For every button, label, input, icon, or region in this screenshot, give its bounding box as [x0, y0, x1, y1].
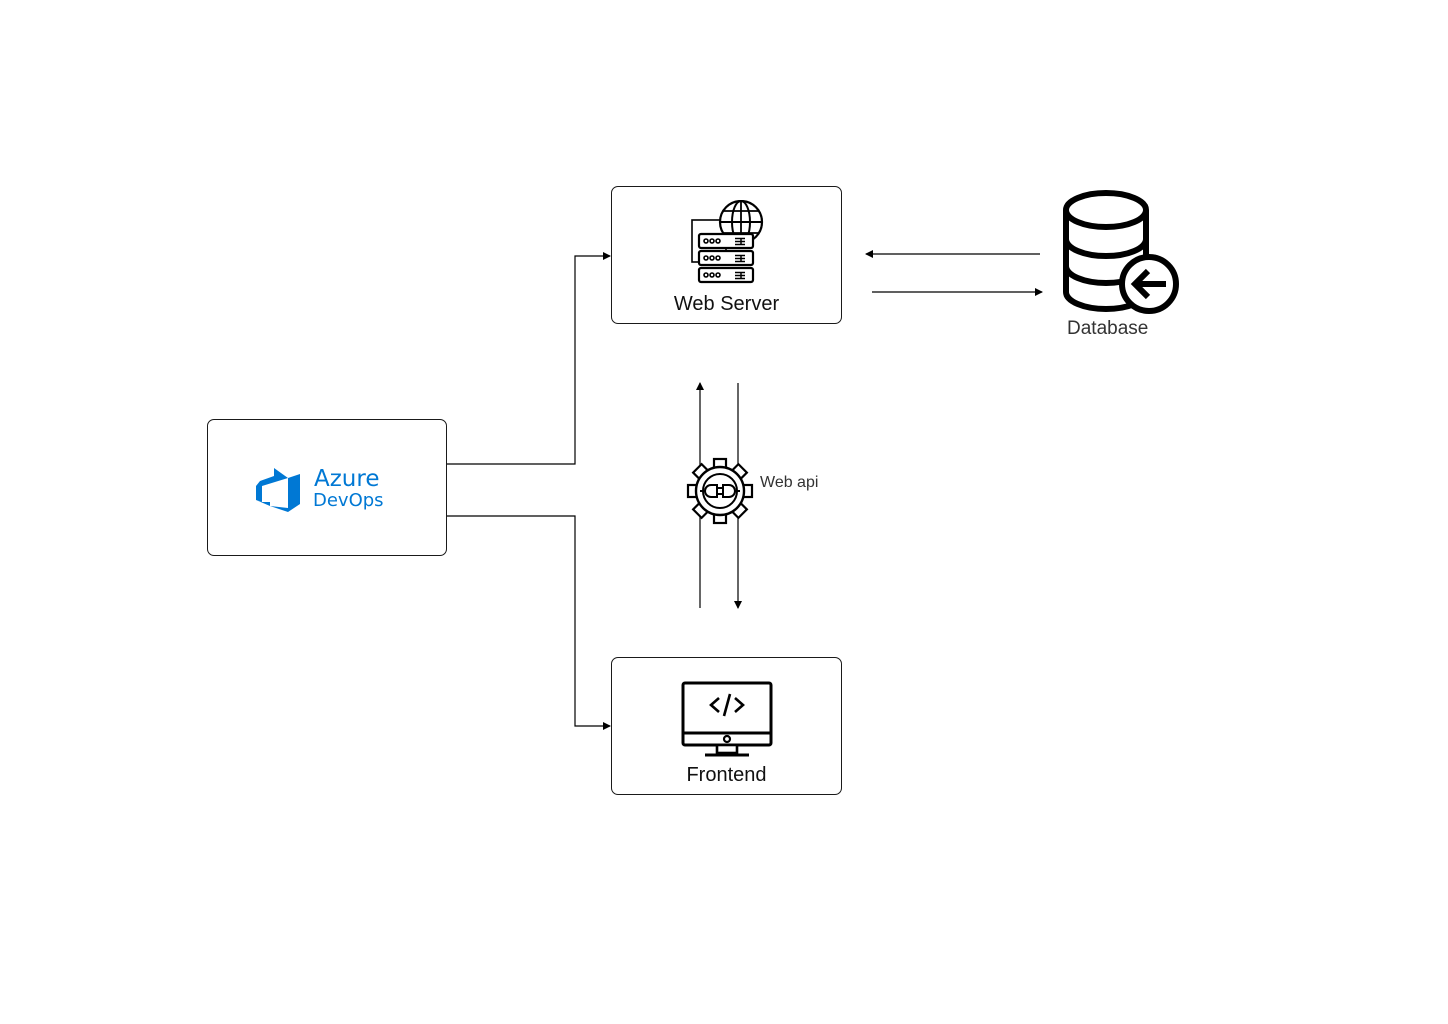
- frontend-node[interactable]: Frontend: [611, 657, 842, 795]
- code-monitor-icon: [681, 681, 773, 757]
- web-api-label: Web api: [760, 474, 819, 491]
- azure-devops-logo: [256, 468, 300, 512]
- database-arrow-icon: [1063, 190, 1179, 314]
- edge-azure-to-webserver: [446, 252, 611, 465]
- database-label: Database: [1067, 318, 1149, 339]
- edge-azure-to-frontend: [446, 515, 611, 730]
- azure-logo-line2: DevOps: [313, 490, 384, 511]
- gear-plug-icon: [686, 457, 754, 525]
- web-server-globe-icon: [691, 200, 764, 284]
- azure-devops-node[interactable]: Azure DevOps: [207, 419, 447, 556]
- web-server-node[interactable]: Web Server: [611, 186, 842, 324]
- azure-logo-line1: Azure: [314, 466, 380, 492]
- frontend-label: Frontend: [686, 764, 767, 786]
- web-server-label: Web Server: [673, 293, 780, 315]
